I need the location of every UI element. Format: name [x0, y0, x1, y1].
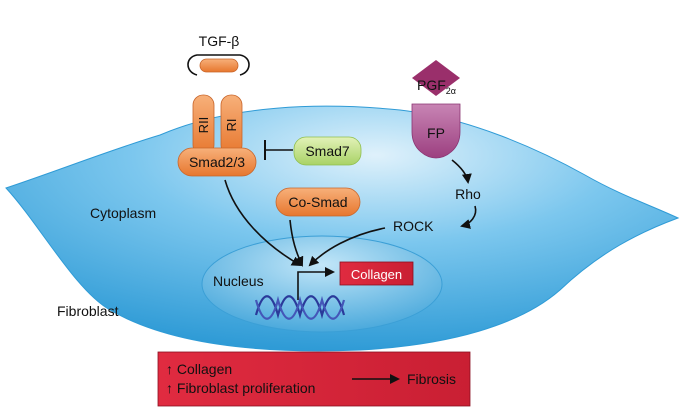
cosmad-label: Co-Smad: [288, 194, 347, 210]
cosmad-node: [275, 187, 361, 217]
arrow-smad23-to-nucleus: [224, 179, 302, 266]
pgf2a-label: PGF2α: [417, 77, 456, 96]
smad7-node: [293, 136, 362, 166]
rho-label: Rho: [455, 186, 481, 202]
tgf-beta-label: TGF-β: [199, 33, 240, 49]
collagen-gene-label: Collagen: [351, 267, 402, 282]
arrow-rho-to-rock: [460, 205, 477, 229]
smad7-label: Smad7: [305, 143, 350, 159]
fibroblast-label: Fibroblast: [57, 303, 119, 319]
tgf-beta-ligand: [199, 58, 239, 73]
outcome-box: [157, 351, 471, 407]
arrow-rock-to-nucleus: [308, 227, 386, 267]
arrow-cosmad-to-nucleus: [289, 219, 304, 267]
nucleus: [201, 235, 443, 333]
fibrosis-label: Fibrosis: [407, 371, 456, 387]
collagen-gene-box: [339, 261, 414, 286]
outcome-proliferation-label: ↑ Fibroblast proliferation: [166, 380, 315, 396]
pgf2a-ligand: [412, 60, 460, 96]
fp-receptor: [411, 103, 461, 159]
receptor-ri-label: RI: [224, 119, 239, 132]
dna-icon: [254, 295, 346, 320]
receptor-bracket: [187, 54, 250, 76]
receptor-rii-label: RII: [196, 117, 211, 134]
outcome-collagen-label: ↑ Collagen: [166, 361, 232, 377]
nucleus-label: Nucleus: [213, 273, 264, 289]
cytoplasm-label: Cytoplasm: [90, 205, 156, 221]
arrow-fp-to-rho: [451, 159, 472, 184]
fp-label: FP: [427, 125, 445, 141]
rock-label: ROCK: [393, 218, 434, 234]
smad23-label: Smad2/3: [189, 154, 245, 170]
smad23-node: [177, 147, 257, 177]
transcription-arrow-icon: [297, 267, 335, 300]
